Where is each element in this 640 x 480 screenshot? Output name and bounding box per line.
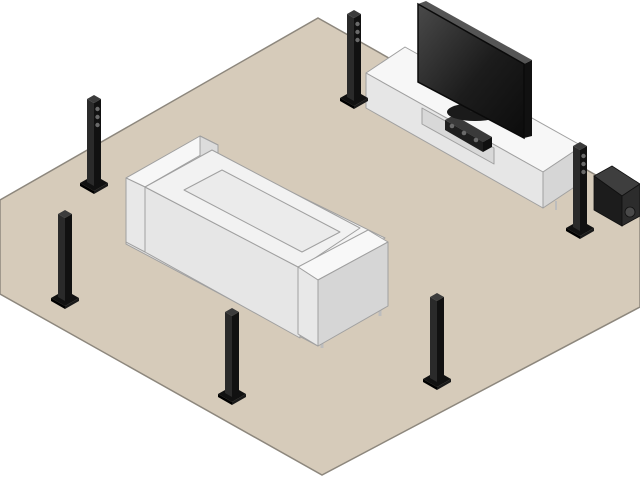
rear-right-speaker [423,293,451,390]
front-left-speaker [340,10,368,109]
side-left-speaker [80,95,108,194]
front-right-speaker [566,142,594,239]
surround-left-speaker [51,210,79,309]
tv-icon [417,1,532,140]
subwoofer-icon [593,165,640,227]
center-speaker-icon [445,115,492,152]
rear-left-speaker [218,308,246,405]
sofa-icon [125,135,389,348]
speakers-group [51,10,594,405]
